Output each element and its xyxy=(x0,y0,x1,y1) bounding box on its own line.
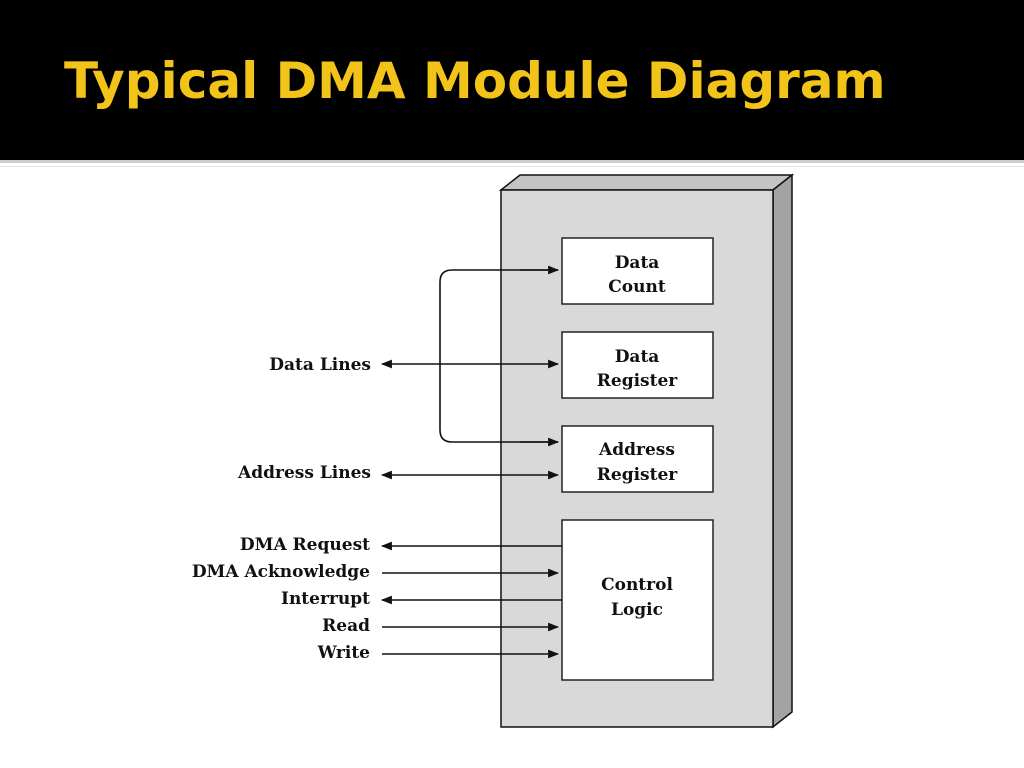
address-register-label-line2: Register xyxy=(597,465,679,485)
control-logic-label-line2: Logic xyxy=(611,600,663,620)
module-top-face xyxy=(498,174,795,191)
address-register-box: Address Register xyxy=(561,425,714,493)
read-label: Read xyxy=(322,616,370,636)
address-register-label-line1: Address xyxy=(598,440,675,460)
module-side-face xyxy=(772,173,793,729)
data-count-label-line2: Count xyxy=(608,277,666,297)
control-logic-label-line1: Control xyxy=(601,575,673,595)
write-label: Write xyxy=(317,643,371,663)
slide-title: Typical DMA Module Diagram xyxy=(64,52,886,110)
title-divider-thin xyxy=(0,166,1024,167)
address-lines-label: Address Lines xyxy=(237,463,371,483)
title-divider xyxy=(0,160,1024,163)
control-logic-box: Control Logic xyxy=(561,519,714,681)
title-bar: Typical DMA Module Diagram xyxy=(0,0,1024,160)
data-register-label-line1: Data xyxy=(615,347,660,367)
data-register-label-line2: Register xyxy=(597,371,679,391)
data-count-box: Data Count xyxy=(561,237,714,305)
dma-acknowledge-label: DMA Acknowledge xyxy=(192,562,370,582)
internal-bus-loop-line xyxy=(439,269,558,443)
dma-request-label: DMA Request xyxy=(240,535,370,555)
data-count-label-line1: Data xyxy=(615,253,660,273)
data-lines-label: Data Lines xyxy=(269,355,371,375)
data-register-box: Data Register xyxy=(561,331,714,399)
interrupt-label: Interrupt xyxy=(281,589,370,609)
